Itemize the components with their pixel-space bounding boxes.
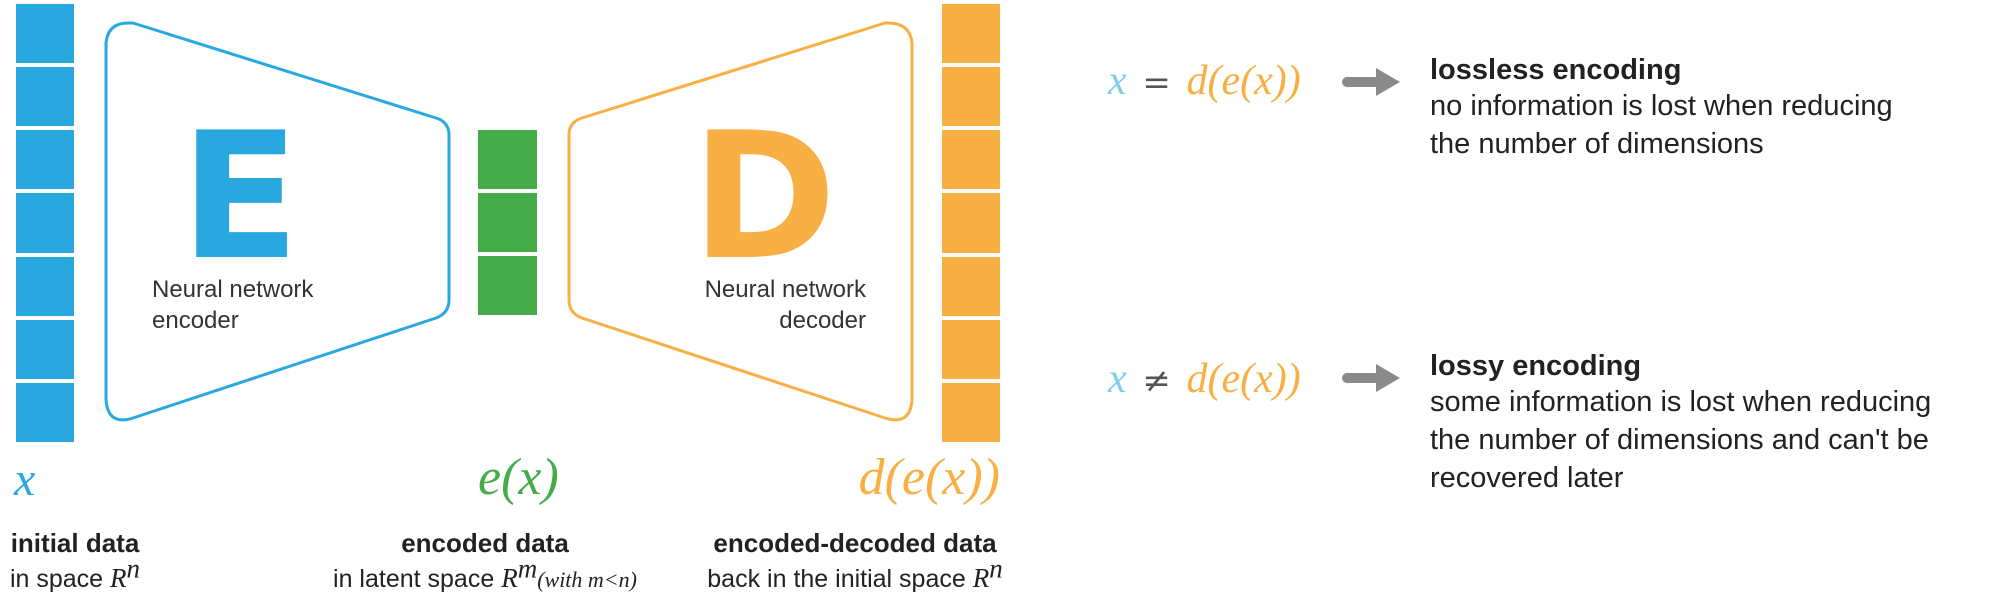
output-vector-cell <box>942 130 1000 190</box>
input-caption-text: in space <box>9 565 104 593</box>
encoder-label-line2: encoder <box>152 307 239 334</box>
latent-caption-title: encoded data <box>401 528 569 558</box>
lossy-line-3: recovered later <box>1430 462 1624 494</box>
lossy-line-1: some information is lost when reducing <box>1430 386 1932 418</box>
decoder-label-line1: Neural network <box>704 276 866 303</box>
lossy-formula: x ≠ d(e(x)) <box>1108 354 1301 403</box>
input-vector <box>16 4 74 442</box>
latent-caption-text: in latent space <box>333 565 495 593</box>
output-vector-cell <box>942 256 1000 316</box>
lossless-formula: x = d(e(x)) <box>1108 56 1301 105</box>
output-caption-space: back in the initial space Rn <box>690 555 1020 594</box>
lossless-lhs: x <box>1108 58 1127 104</box>
lossless-title: lossless encoding <box>1430 54 1682 86</box>
encoder-outline <box>104 21 451 422</box>
input-caption-space: in space Rn <box>0 555 150 594</box>
lossy-description: lossy encoding some information is lost … <box>1430 350 1931 497</box>
input-vector-cell <box>16 319 74 379</box>
right-arrow-icon <box>1342 68 1400 96</box>
input-vector-cell <box>16 4 74 64</box>
output-vector-cell <box>942 67 1000 127</box>
output-space-symbol: R <box>972 563 990 593</box>
decoder-outline <box>567 21 914 422</box>
lossy-lhs: x <box>1108 356 1127 402</box>
input-vector-cell <box>16 193 74 253</box>
lossless-line-1: no information is lost when reducing <box>1430 90 1893 122</box>
lossy-relation: ≠ <box>1142 361 1171 401</box>
encoder-label-line1: Neural network <box>152 276 314 303</box>
decoder-label-line2: decoder <box>779 307 866 334</box>
right-arrow-icon <box>1342 364 1400 392</box>
output-caption-title: encoded-decoded data <box>713 528 997 558</box>
latent-space-symbol: R <box>501 563 518 593</box>
input-vector-cell <box>16 67 74 127</box>
lossless-rhs: d(e(x)) <box>1186 58 1301 104</box>
output-vector <box>942 4 1000 442</box>
lossless-relation: = <box>1142 63 1171 103</box>
latent-symbol: e(x) <box>478 449 559 506</box>
input-caption: initial data in space Rn <box>0 528 150 594</box>
latent-vector-cell <box>478 130 537 189</box>
latent-space-sup: m <box>517 553 538 584</box>
latent-caption: encoded data in latent space Rm(with m<n… <box>315 528 655 594</box>
output-caption: encoded-decoded data back in the initial… <box>690 528 1020 594</box>
output-vector-cell <box>942 4 1000 64</box>
lossy-title: lossy encoding <box>1430 350 1642 382</box>
lossy-rhs: d(e(x)) <box>1186 356 1301 402</box>
output-vector-cell <box>942 319 1000 379</box>
lossless-line-2: the number of dimensions <box>1430 128 1764 160</box>
latent-vector-cell <box>478 256 537 315</box>
input-space-symbol: R <box>110 563 127 593</box>
input-vector-cell <box>16 382 74 442</box>
decoder-letter: D <box>691 96 837 299</box>
input-vector-cell <box>16 256 74 316</box>
input-caption-title: initial data <box>10 528 140 558</box>
encoder-letter: E <box>180 96 300 299</box>
latent-vector <box>478 130 537 315</box>
output-vector-cell <box>942 382 1000 442</box>
input-symbol: x <box>14 453 36 506</box>
latent-space-condition: (with m<n) <box>537 567 637 592</box>
encoder-label: Neural network encoder <box>152 274 313 336</box>
decoder-label: Neural network decoder <box>660 274 866 336</box>
output-caption-text: back in the initial space <box>707 565 966 593</box>
lossy-line-2: the number of dimensions and can't be <box>1430 424 1929 456</box>
output-vector-cell <box>942 193 1000 253</box>
latent-caption-space: in latent space Rm(with m<n) <box>315 555 655 594</box>
output-symbol: d(e(x)) <box>858 449 1000 506</box>
latent-vector-cell <box>478 193 537 252</box>
input-space-sup: n <box>126 553 141 584</box>
output-space-sup: n <box>989 553 1003 584</box>
input-vector-cell <box>16 130 74 190</box>
lossless-description: lossless encoding no information is lost… <box>1430 54 1893 163</box>
